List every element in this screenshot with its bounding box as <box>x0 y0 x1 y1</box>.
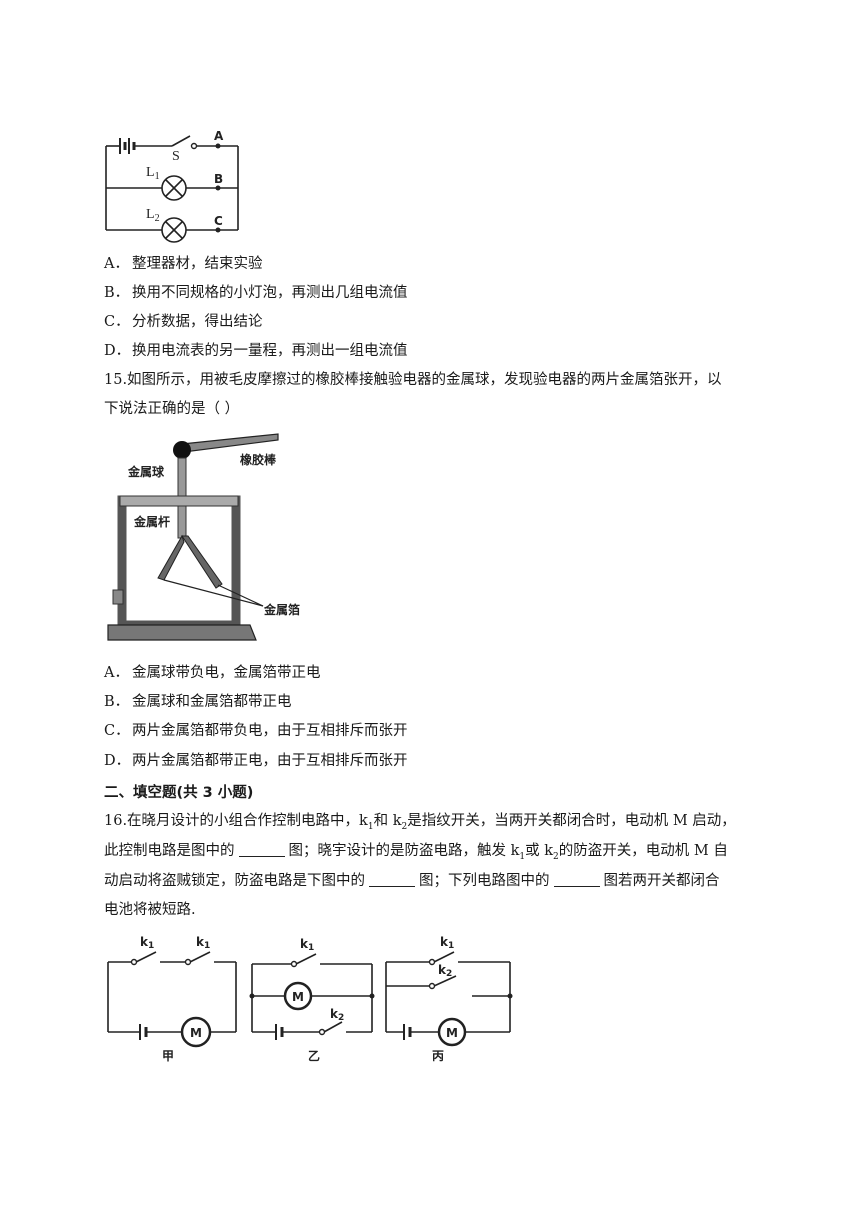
svg-text:k2: k2 <box>438 963 452 979</box>
svg-text:k2: k2 <box>330 1007 344 1023</box>
metal-ball <box>173 441 191 459</box>
q15-option-a[interactable]: A．金属球带负电，金属箔带正电 <box>104 665 321 681</box>
label-jia: 甲 <box>162 1049 174 1063</box>
svg-text:k1: k1 <box>300 937 314 953</box>
q16-stem-line2: 此控制电路是图中的图；晓宇设计的是防盗电路，触发 k1或 k2的防盗开关，电动机… <box>104 842 728 862</box>
q15-option-d[interactable]: D．两片金属箔都带正电，由于互相排斥而张开 <box>104 753 408 769</box>
q15-stem-line2: 下说法正确的是（ ） <box>104 401 240 417</box>
q14-option-b[interactable]: B．换用不同规格的小灯泡，再测出几组电流值 <box>104 285 408 301</box>
switch-label: S <box>172 149 180 164</box>
q15-option-c[interactable]: C．两片金属箔都带负电，由于互相排斥而张开 <box>104 723 408 739</box>
q15-option-b[interactable]: B．金属球和金属箔都带正电 <box>104 694 292 710</box>
metal-foil-label: 金属箔 <box>263 602 300 617</box>
electroscope-figure: 金属球 橡胶棒 金属杆 金属箔 <box>107 433 300 641</box>
q14-circuit-figure: S A B C L1 L2 <box>105 129 239 243</box>
blank-2[interactable] <box>369 872 415 887</box>
blank-3[interactable] <box>553 872 600 887</box>
q16-stem-line1: 16.在晓月设计的小组合作控制电路中，k1和 k2是指纹开关，当两开关都闭合时，… <box>104 813 736 832</box>
lamp2-label: L2 <box>146 207 160 224</box>
svg-text:M: M <box>190 1026 202 1040</box>
q16-stem-line4: 电池将被短路. <box>104 902 196 918</box>
circuit-bing: M k1 k2 丙 <box>385 935 513 1063</box>
metal-bar-label: 金属杆 <box>133 514 170 529</box>
point-a-label: A <box>214 129 224 143</box>
svg-text:k1: k1 <box>196 935 210 951</box>
metal-ball-label: 金属球 <box>127 464 165 479</box>
label-bing: 丙 <box>432 1049 444 1063</box>
q16-stem-line3: 动启动将盗贼锁定，防盗电路是下图中的图；下列电路图中的图若两开关都闭合 <box>104 872 720 889</box>
lamp1-label: L1 <box>146 165 160 182</box>
section-title: 二、填空题(共 3 小题) <box>104 785 254 801</box>
rubber-rod <box>181 433 279 453</box>
q16-circuits-figure: M k1 k1 甲 M k1 k <box>107 935 513 1063</box>
circuit-yi: M k1 k2 乙 <box>249 937 375 1063</box>
point-c-label: C <box>214 214 223 228</box>
blank-1[interactable] <box>238 842 285 857</box>
svg-text:M: M <box>292 990 304 1004</box>
q14-option-a[interactable]: A．整理器材，结束实验 <box>104 256 263 272</box>
point-b-label: B <box>214 172 223 186</box>
svg-text:M: M <box>446 1026 458 1040</box>
rubber-rod-label: 橡胶棒 <box>240 452 277 467</box>
circuit-jia: M k1 k1 甲 <box>107 935 237 1063</box>
svg-text:k1: k1 <box>140 935 154 951</box>
q15-stem-line1: 15.如图所示，用被毛皮摩擦过的橡胶棒接触验电器的金属球，发现验电器的两片金属箔… <box>104 372 722 388</box>
label-yi: 乙 <box>308 1049 320 1063</box>
svg-text:k1: k1 <box>440 935 454 951</box>
q14-option-c[interactable]: C．分析数据，得出结论 <box>104 314 263 330</box>
q14-option-d[interactable]: D．换用电流表的另一量程，再测出一组电流值 <box>104 343 408 359</box>
